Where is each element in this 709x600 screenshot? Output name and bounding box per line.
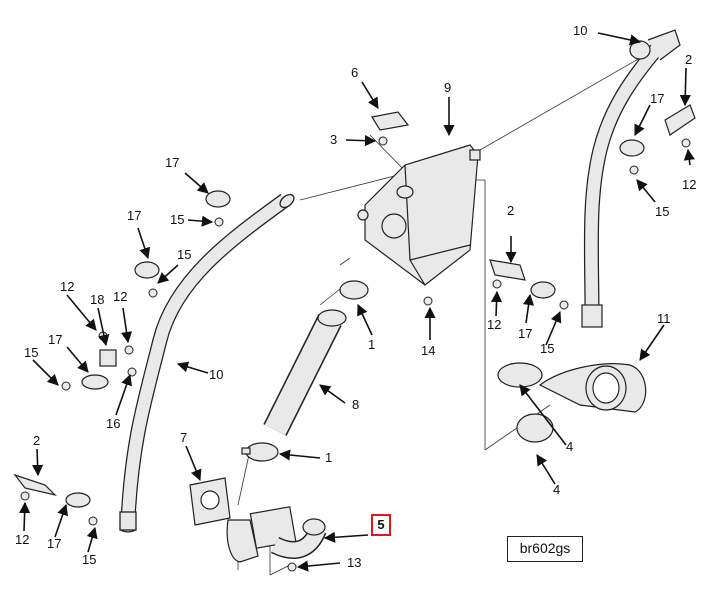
figure-code-box: br602gs bbox=[507, 536, 583, 562]
intercooler-housing bbox=[357, 144, 481, 286]
brackets-and-p-clamps bbox=[13, 104, 696, 508]
callout-15-a: 15 bbox=[170, 212, 185, 227]
callout-5-highlighted[interactable]: 5 bbox=[371, 514, 391, 536]
callout-17-b: 17 bbox=[127, 208, 142, 223]
callout-18: 18 bbox=[90, 292, 105, 307]
rubber-elbow-and-clamps bbox=[497, 362, 647, 443]
callout-11: 11 bbox=[657, 311, 671, 326]
callout-6: 6 bbox=[351, 65, 359, 80]
hose bbox=[263, 309, 347, 436]
elbow-outlet-assembly bbox=[189, 477, 327, 563]
callout-17-tr: 17 bbox=[650, 91, 665, 106]
callout-10-mid: 10 bbox=[209, 367, 224, 382]
callout-12-l2: 12 bbox=[113, 289, 128, 304]
hose-clamps bbox=[241, 280, 369, 462]
callout-13: 13 bbox=[347, 555, 362, 570]
callout-arrows bbox=[19, 32, 695, 572]
callout-4-b: 4 bbox=[553, 482, 561, 497]
callout-9: 9 bbox=[444, 80, 452, 95]
callout-12-tr: 12 bbox=[682, 177, 697, 192]
callout-12-bl: 12 bbox=[15, 532, 30, 547]
callout-12-l: 12 bbox=[60, 279, 75, 294]
charge-air-pipe-left bbox=[119, 193, 295, 533]
charge-air-pipe-right bbox=[581, 29, 681, 328]
callout-2-top: 2 bbox=[685, 52, 693, 67]
callout-1-lower: 1 bbox=[325, 450, 333, 465]
callout-12-mid: 12 bbox=[487, 317, 502, 332]
callout-15-l: 15 bbox=[24, 345, 39, 360]
callout-4-a: 4 bbox=[566, 439, 574, 454]
callout-10-top: 10 bbox=[573, 23, 588, 38]
assembly-guide-lines bbox=[169, 57, 641, 576]
callout-17-mid: 17 bbox=[518, 326, 533, 341]
callout-1-upper: 1 bbox=[368, 337, 376, 352]
callout-15-tr: 15 bbox=[655, 204, 670, 219]
callout-15-b: 15 bbox=[177, 247, 192, 262]
callout-14: 14 bbox=[421, 343, 436, 358]
callout-8: 8 bbox=[352, 397, 360, 412]
callout-2-bl: 2 bbox=[33, 433, 41, 448]
fasteners bbox=[20, 136, 691, 572]
callout-15-bl: 15 bbox=[82, 552, 97, 567]
callout-7: 7 bbox=[180, 430, 188, 445]
callout-15-mid: 15 bbox=[540, 341, 555, 356]
callout-16: 16 bbox=[106, 416, 121, 431]
callout-17-l: 17 bbox=[48, 332, 63, 347]
callout-3: 3 bbox=[330, 132, 338, 147]
callout-2-mid: 2 bbox=[507, 203, 515, 218]
callout-17-a: 17 bbox=[165, 155, 180, 170]
callout-17-bl: 17 bbox=[47, 536, 62, 551]
